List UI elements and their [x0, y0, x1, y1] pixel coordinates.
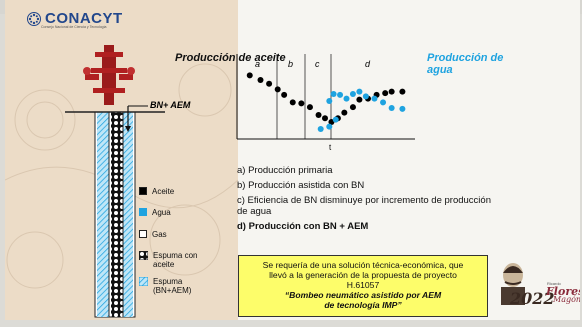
- region-a: a: [255, 59, 260, 69]
- region-b: b: [288, 59, 293, 69]
- oil-point-9: [322, 115, 328, 122]
- legend-aceite: Aceite: [139, 187, 174, 196]
- water-point-4: [330, 91, 337, 97]
- legend-gas: Gas: [139, 230, 167, 239]
- legend-swatch-aceite: [139, 187, 147, 195]
- conacyt-logo: CONACYT: [27, 10, 123, 27]
- legend-espuma-bn-aem: Espuma (BN+AEM): [139, 277, 229, 295]
- item-c: c) Eficiencia de BN disminuye por increm…: [237, 195, 491, 217]
- well-label: BN+ AEM: [150, 100, 191, 110]
- region-d: d: [365, 59, 371, 69]
- portrait-illustration: [501, 263, 525, 305]
- wellhead: [83, 45, 135, 105]
- explanation-list: a) Producción primaria b) Producción asi…: [237, 165, 497, 236]
- oil-point-7: [306, 104, 313, 111]
- oil-point-19: [399, 88, 406, 95]
- oil-point-18: [388, 88, 395, 95]
- legend-espuma-aceite: Espuma con aceite: [139, 251, 229, 269]
- chart-title-right: Producción de agua: [427, 52, 504, 76]
- item-d: d) Producción con BN + AEM: [237, 221, 369, 232]
- chart-title-left: Producción de aceite: [175, 52, 286, 64]
- legend-agua: Agua: [139, 208, 171, 217]
- logo-name: CONACYT: [45, 10, 123, 27]
- water-point-2: [332, 116, 339, 123]
- oil-point-6: [298, 100, 305, 107]
- water-point-5: [337, 91, 344, 98]
- project-callout: Se requería de una solución técnica-econ…: [238, 255, 488, 317]
- legend-swatch-espuma-aceite: [139, 251, 148, 260]
- oil-point-14: [356, 96, 363, 103]
- well-diagram: [65, 45, 165, 318]
- water-point-8: [356, 88, 363, 95]
- oil-point-17: [382, 90, 389, 97]
- stamp-name-2: Magón: [553, 295, 580, 304]
- water-point-13: [399, 105, 406, 112]
- oil-point-0: [246, 72, 253, 79]
- item-b: b) Producción asistida con BN: [237, 180, 365, 191]
- water-point-10: [371, 95, 378, 102]
- stamp-year: 2022: [510, 289, 555, 308]
- water-point-3: [326, 98, 333, 104]
- water-point-1: [326, 123, 333, 130]
- oil-point-2: [266, 80, 273, 87]
- oil-point-3: [274, 86, 281, 93]
- water-point-12: [388, 105, 395, 111]
- oil-point-13: [349, 104, 356, 111]
- water-point-7: [349, 91, 356, 97]
- legend-swatch-agua: [139, 208, 147, 216]
- oil-point-5: [289, 99, 296, 106]
- presentation-slide: CONACYT Consejo Nacional de Ciencia y Te…: [5, 0, 580, 320]
- oil-point-12: [341, 109, 348, 116]
- x-axis-label: t: [329, 143, 332, 152]
- stamp-name: Flores: [546, 285, 580, 298]
- oil-point-4: [281, 91, 288, 98]
- stamp-small-name: Ricardo: [547, 281, 561, 286]
- water-point-11: [380, 99, 387, 106]
- year-stamp: Ricardo 2022 Flores Magón: [493, 255, 580, 317]
- water-point-9: [362, 93, 369, 100]
- conacyt-emblem-icon: [27, 11, 41, 26]
- production-chart: a b c d t: [236, 54, 415, 152]
- item-a: a) Producción primaria: [237, 165, 333, 176]
- oil-point-8: [315, 112, 322, 118]
- left-panel: CONACYT Consejo Nacional de Ciencia y Te…: [5, 0, 238, 320]
- water-point-6: [343, 95, 350, 102]
- oil-point-1: [257, 77, 264, 83]
- region-c: c: [315, 59, 320, 69]
- legend-swatch-espuma-bn-aem: [139, 277, 148, 286]
- legend-swatch-gas: [139, 230, 147, 238]
- water-point-0: [317, 126, 324, 132]
- logo-subtitle: Consejo Nacional de Ciencia y Tecnología: [41, 25, 107, 29]
